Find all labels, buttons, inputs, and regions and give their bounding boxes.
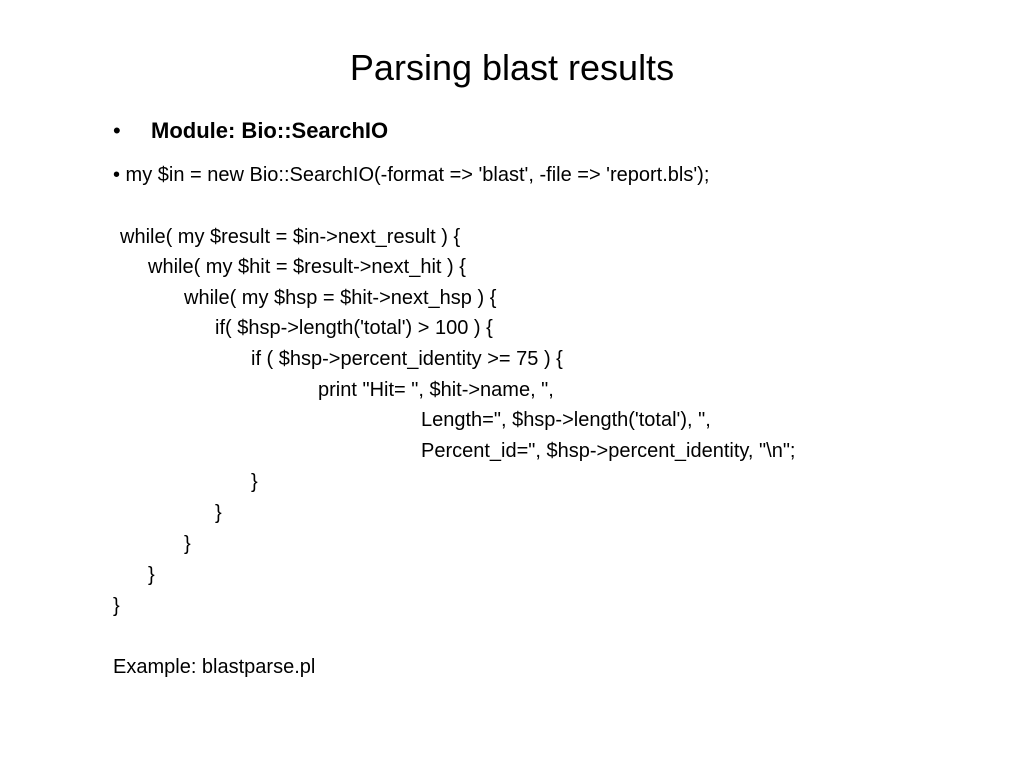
intro-code-line: • my $in = new Bio::SearchIO(-format => …: [113, 164, 710, 186]
bullet-icon: •: [113, 118, 121, 143]
code-line: if( $hsp->length('total') > 100 ) {: [215, 317, 493, 339]
code-line: }: [113, 595, 120, 617]
code-line: print "Hit= ", $hit->name, ",: [318, 379, 554, 401]
module-bullet: • Module: Bio::SearchIO: [113, 116, 388, 146]
code-line: }: [148, 564, 155, 586]
code-line: while( my $hsp = $hit->next_hsp ) {: [184, 287, 497, 309]
code-line: if ( $hsp->percent_identity >= 75 ) {: [251, 348, 563, 370]
slide-title: Parsing blast results: [349, 47, 675, 88]
code-line: Length=", $hsp->length('total'), ",: [421, 409, 711, 431]
code-line: Percent_id=", $hsp->percent_identity, "\…: [421, 440, 796, 462]
code-line: }: [184, 533, 191, 555]
code-line: while( my $result = $in->next_result ) {: [120, 226, 461, 248]
example-text: Example: blastparse.pl: [113, 656, 316, 678]
code-line: }: [215, 502, 222, 524]
code-line: }: [251, 471, 258, 493]
module-label: Module: Bio::SearchIO: [151, 118, 389, 143]
code-line: while( my $hit = $result->next_hit ) {: [148, 256, 466, 278]
